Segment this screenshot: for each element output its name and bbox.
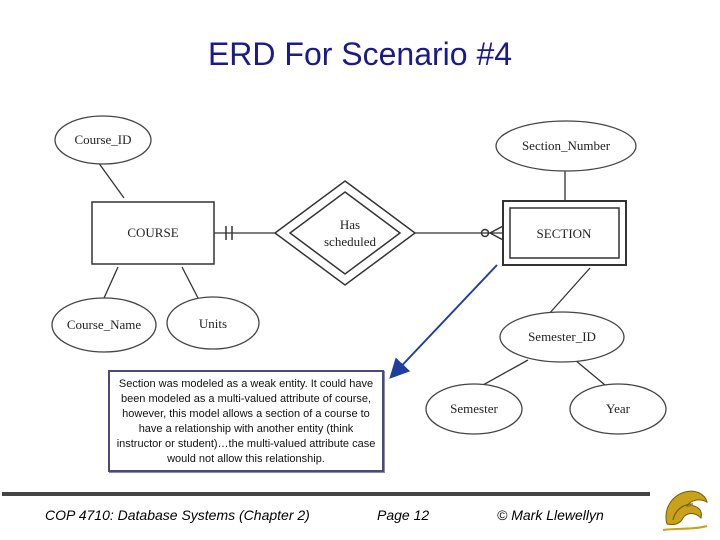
footer-author: © Mark Llewellyn: [497, 507, 604, 523]
relationship-label-line1: Has: [340, 217, 360, 232]
section-number-label: Section_Number: [522, 138, 611, 153]
section-number-attribute: [495, 120, 637, 172]
semester-id-connector: [547, 267, 591, 316]
units-attribute: [166, 296, 260, 350]
course-id-attribute: [54, 115, 152, 165]
units-connector: [181, 266, 199, 299]
optional-circle-mark: [480, 228, 490, 238]
semester-id-label: Semester_ID: [528, 329, 596, 344]
semester-connector: [482, 359, 529, 386]
course-name-connector: [103, 266, 119, 299]
relationship-inner-diamond: [288, 191, 402, 275]
slide-title: ERD For Scenario #4: [207, 36, 513, 72]
course-entity: [91, 201, 215, 265]
relationship-label-line2: scheduled: [324, 234, 376, 249]
footer-divider: [2, 492, 650, 496]
year-attribute: [569, 383, 667, 435]
course-name-label: Course_Name: [67, 317, 142, 332]
course-id-label: Course_ID: [74, 132, 131, 147]
note-arrow: [389, 264, 498, 379]
semester-attribute: [425, 383, 523, 435]
semester-id-attribute: [499, 311, 625, 363]
units-label: Units: [199, 316, 227, 331]
footer-course: COP 4710: Database Systems (Chapter 2): [45, 507, 310, 523]
weak-entity-note: Section was modeled as a weak entity. It…: [108, 370, 384, 472]
footer-page-number: Page 12: [377, 507, 430, 523]
course-id-connector: [97, 161, 125, 199]
course-name-attribute: [51, 297, 157, 353]
ucf-pegasus-logo-icon: [653, 480, 713, 535]
course-entity-label: COURSE: [127, 225, 178, 240]
section-entity-inner: [509, 207, 620, 259]
year-connector: [574, 359, 606, 386]
year-label: Year: [606, 401, 631, 416]
section-entity-label: SECTION: [537, 226, 593, 241]
semester-label: Semester: [450, 401, 498, 416]
